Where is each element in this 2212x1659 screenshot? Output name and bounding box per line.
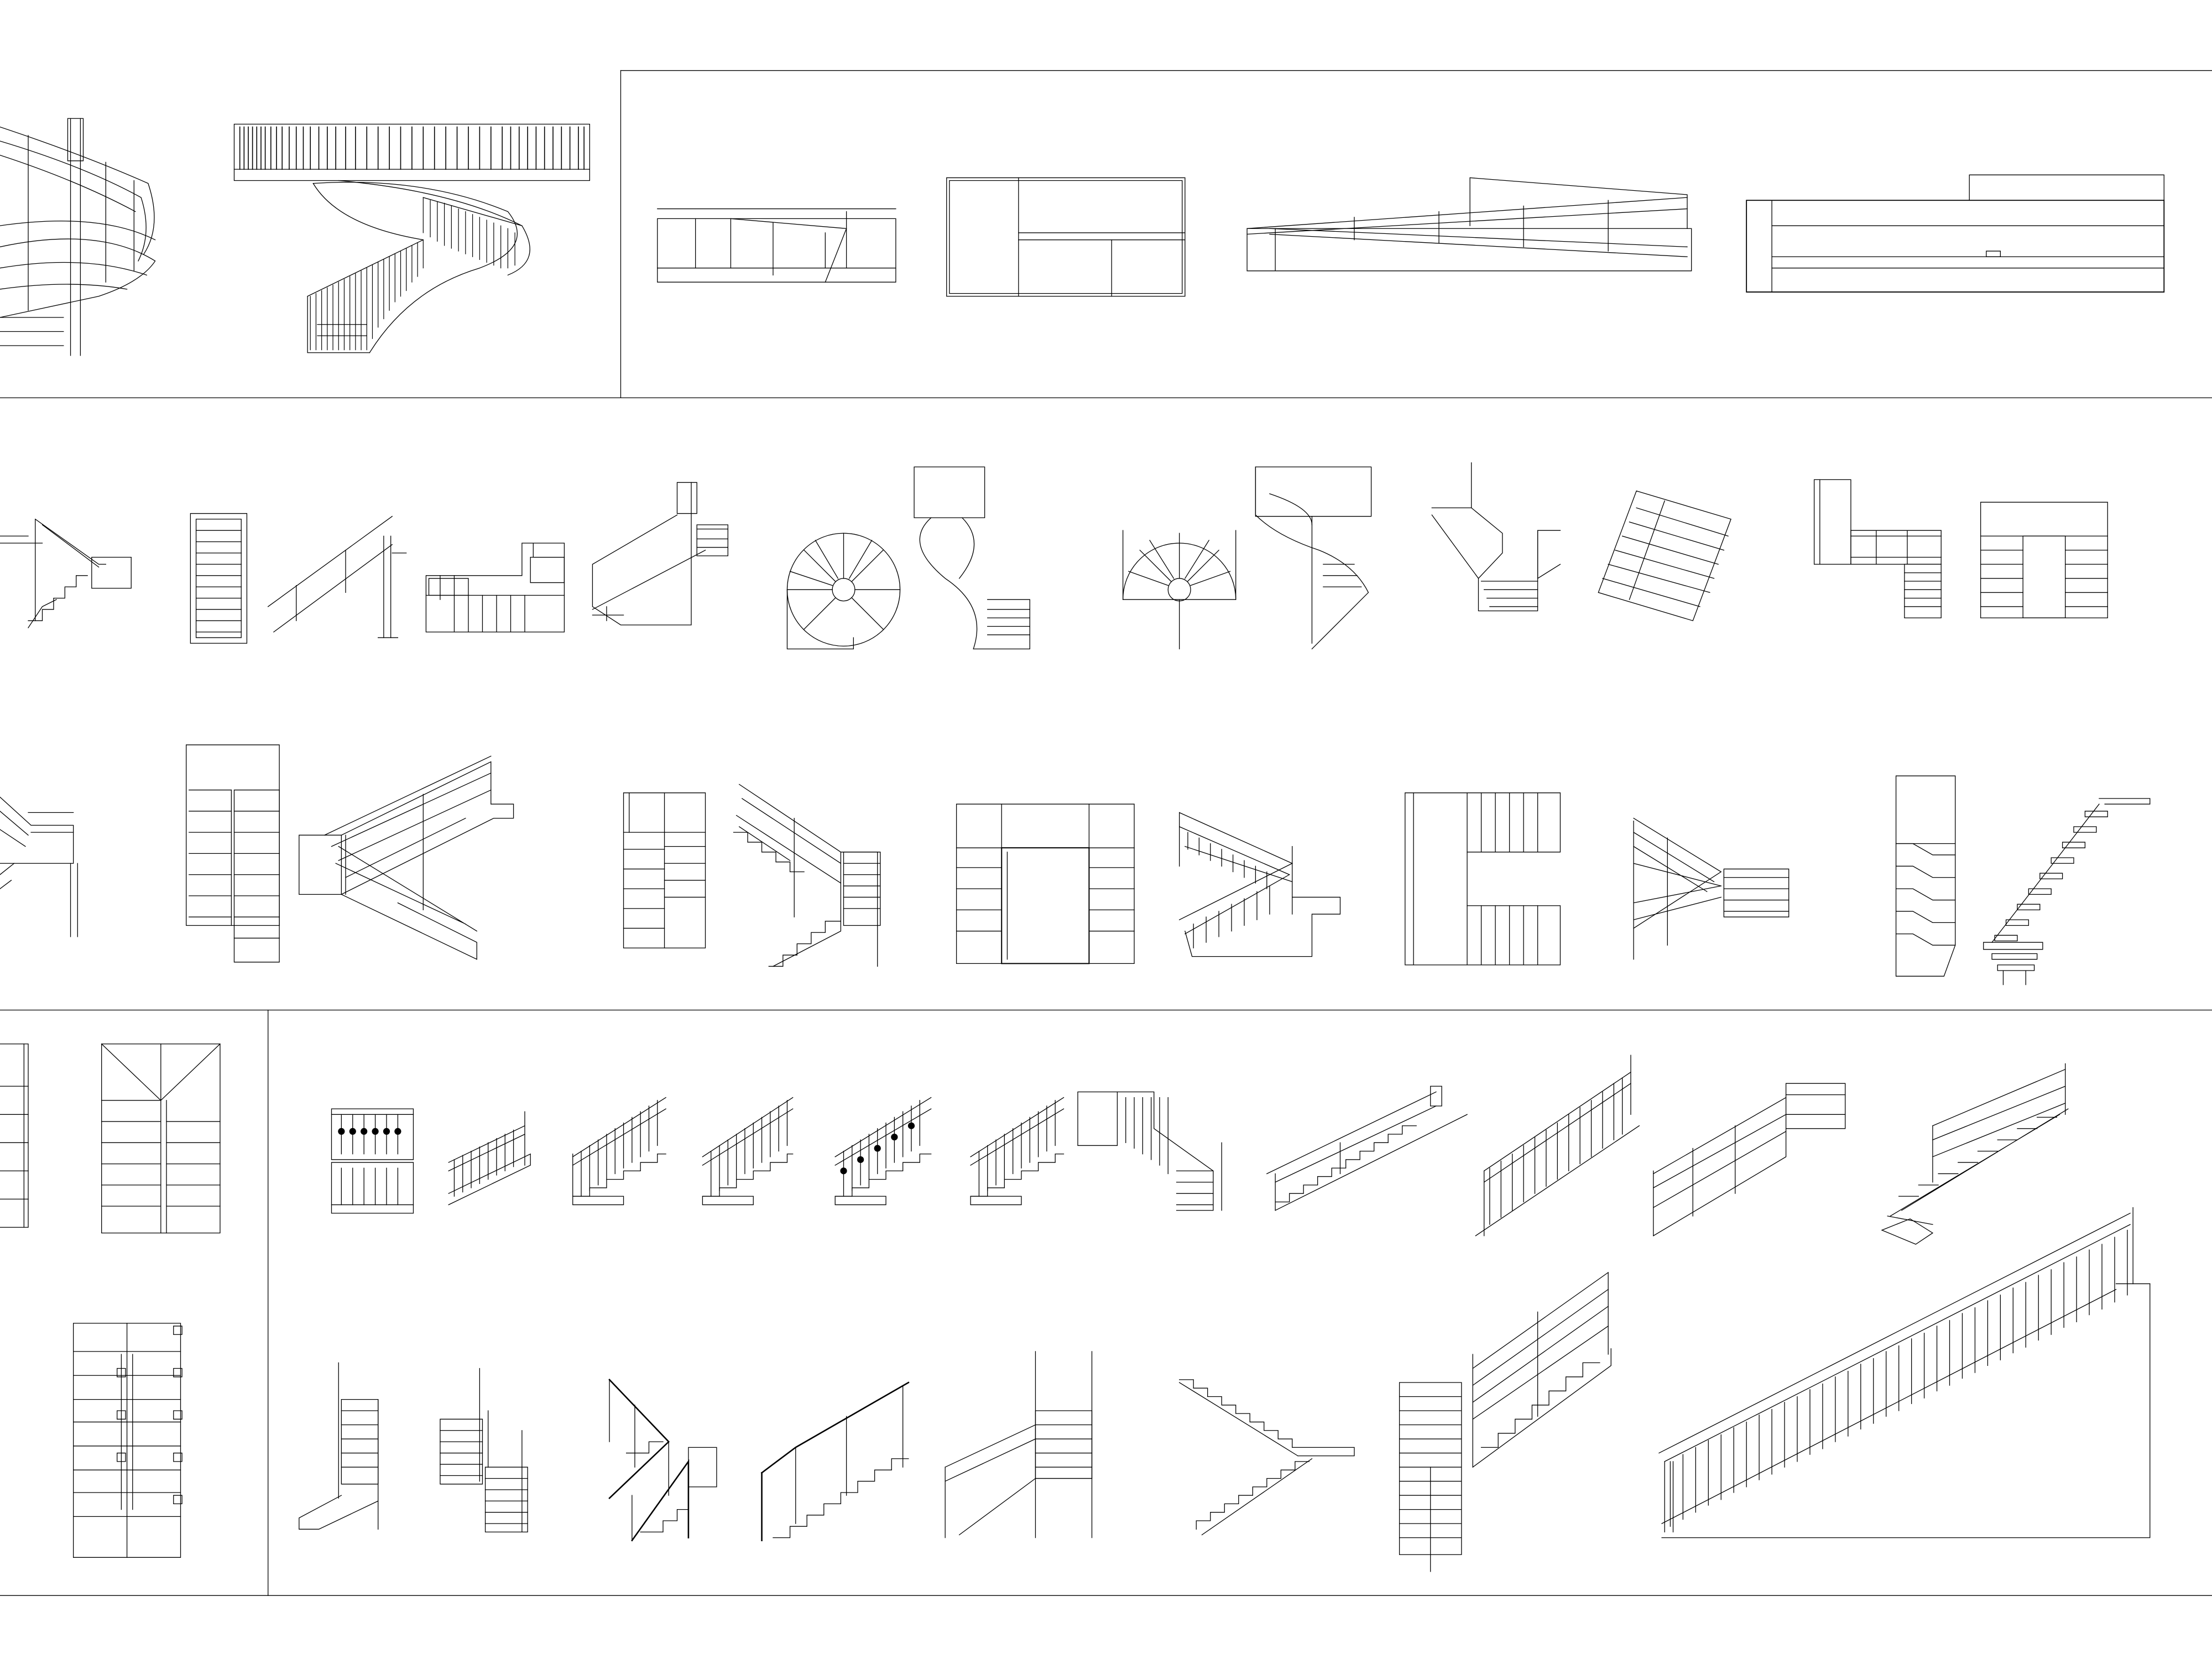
straight-stair-plan-tall [186, 745, 279, 962]
wall-stair-elevation [299, 1363, 378, 1529]
iron-baluster-stair-3 [835, 1098, 931, 1205]
railing-plan-elevation [1814, 479, 1942, 618]
u-stair-plan-b [1981, 502, 2108, 618]
stair-plan-partial [0, 1044, 28, 1228]
stair-plan-with-handrails [74, 1323, 182, 1557]
u-stair-plan [426, 543, 564, 632]
stair-plan-winder [102, 1044, 220, 1233]
stair-section-dog-leg [592, 482, 728, 625]
iron-baluster-stair-2 [702, 1098, 792, 1205]
glass-switchback-stair [609, 1380, 717, 1541]
cantilever-stair-elevation [1984, 799, 2150, 985]
tube-rail-stair [1653, 1083, 1845, 1236]
c-shaped-stair-plan [1405, 793, 1561, 965]
stair-perspective-walls [1432, 463, 1560, 611]
wide-stair-plan [1746, 175, 2164, 292]
minimal-rail-stair [1267, 1086, 1467, 1210]
switchback-ramp-elevation [1247, 178, 1692, 270]
double-stair-elevation [440, 1368, 528, 1532]
iron-baluster-stair-4 [971, 1098, 1063, 1205]
glass-railing-elevation [658, 209, 896, 283]
sheet-frame-lines [0, 71, 2212, 1596]
spiral-stair-with-balustrade-elevation [234, 124, 589, 352]
cantilever-rail-stair [1882, 1063, 2068, 1244]
dog-leg-stair-section [734, 784, 880, 966]
iron-baluster-stair-1 [573, 1098, 666, 1205]
landing-plan [947, 178, 1185, 296]
grand-baluster-stair [1659, 1208, 2150, 1538]
spiral-stair-plan-b [1123, 530, 1236, 649]
baluster-stair-long [1475, 1055, 1639, 1236]
stair-perspective-partial [0, 797, 77, 937]
spiral-stair-plan-a [787, 533, 900, 649]
baluster-stair-small [448, 1112, 530, 1204]
stair-with-tower-elevation [1400, 1272, 1611, 1572]
straight-stair-plan [190, 514, 247, 644]
frame-stair-elevation [945, 1352, 1092, 1538]
baluster-panels [331, 1109, 413, 1213]
folded-plate-plan [1896, 776, 1955, 976]
switchback-stair-elevation [1634, 818, 1789, 959]
spiral-stair-elevation-b [1255, 467, 1371, 649]
glass-rail-stair [762, 1383, 909, 1541]
l-stair-perspective [0, 519, 131, 628]
stairwell-plan [957, 804, 1134, 963]
zigzag-stair-section [1180, 1380, 1354, 1535]
glass-rail-section [268, 517, 406, 638]
baluster-stair-elevation [1180, 812, 1340, 956]
switchback-railing-elevation [299, 756, 514, 959]
spiral-stair-elevation-a [914, 467, 1030, 649]
spiral-stair-perspective-a [0, 118, 155, 356]
double-stair-plan-rotated [1598, 491, 1731, 621]
stair-with-landing-elevation [1078, 1092, 1222, 1210]
u-stair-plan-c [624, 793, 706, 948]
